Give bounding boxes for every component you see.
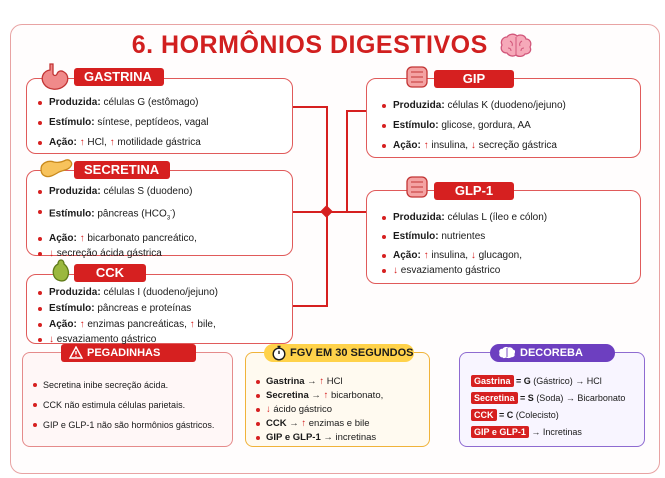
warning-icon [69,346,83,359]
list-item: Estímulo: pâncreas (HCO3-) [38,204,197,226]
list-item: GIP e GLP-1 não são hormônios gástricos. [33,418,214,432]
down-arrow-icon: ↓ [470,140,476,151]
card-glp1 [366,190,641,284]
up-arrow-icon: ↑ [319,376,325,387]
list-item: Produzida: células L (íleo e cólon) [382,210,547,225]
intestine-icon [406,176,428,198]
page-title: 6. HORMÔNIOS DIGESTIVOS [0,31,665,60]
gallbladder-icon [52,259,70,282]
list-item: Estímulo: glicose, gordura, AA [382,118,566,133]
list-item: Ação: ↑ enzimas pancreáticas, ↑ bile, [38,317,218,332]
down-arrow-icon: ↓ [49,248,54,260]
gastrina-label: GASTRINA [74,68,164,86]
list-item-continuation: ↓ ácido gástrico [256,403,383,417]
down-arrow-icon: ↓ [49,334,54,345]
gastrina-facts: Produzida: células G (estômago) Estímulo… [38,95,209,150]
list-item-continuation: ↓ esvaziamento gástrico [382,263,547,278]
down-arrow-icon: ↓ [470,250,476,261]
pegadinhas-list: Secretina inibe secreção ácida. CCK não … [33,378,214,432]
list-item: GIP e GLP-1 → incretinas [256,431,383,445]
connector-gip [346,110,366,112]
list-item-continuation: ↓ esvaziamento gástrico [38,332,218,347]
card-secretina [26,170,293,256]
card-cck [26,274,293,344]
list-item: Ação: ↑ insulina, ↓ glucagon, [382,248,547,263]
decoreba-row-secretina: Secretina = S (Soda) → Bicarbonato [471,391,625,405]
connector-gastrina [293,106,328,108]
decoreba-row-gastrina: Gastrina = G (Gástrico) → HCl [471,374,602,388]
secretina-label: SECRETINA [74,161,170,179]
down-arrow-icon: ↓ [393,265,398,276]
stomach-icon [41,63,69,90]
list-item: Ação: ↑ insulina, ↓ secreção gástrica [382,138,566,153]
list-item: Gastrina → ↑ HCl [256,375,383,389]
fgv-list: Gastrina → ↑ HCl Secretina → ↑ bicarbona… [256,375,383,445]
stopwatch-icon [272,345,286,361]
up-arrow-icon: ↑ [423,250,429,261]
intestine-icon [406,66,428,88]
list-item: Produzida: células K (duodeno/jejuno) [382,98,566,113]
pancreas-icon [40,159,73,178]
secretina-facts: Produzida: células S (duodeno) Estímulo:… [38,184,197,261]
up-arrow-icon: ↑ [323,390,329,401]
list-item-continuation: ↓ secreção ácida gástrica [38,246,197,261]
list-item: Estímulo: pâncreas e proteínas [38,301,218,316]
cck-facts: Produzida: células I (duodeno/jejuno) Es… [38,285,218,347]
list-item: Produzida: células S (duodeno) [38,184,197,199]
up-arrow-icon: ↑ [79,137,85,148]
decoreba-title: DECOREBA [490,344,615,362]
fgv-box: FGV EM 30 SEGUNDOS Gastrina → ↑ HCl Secr… [245,344,430,447]
decoreba-box: DECOREBA Gastrina = G (Gástrico) → HCl S… [459,344,645,447]
card-gastrina [26,78,293,154]
list-item: CCK não estimula células parietais. [33,398,214,412]
connector-right-vertical [326,112,328,114]
decoreba-row-incretinas: GIP e GLP-1 → Incretinas [471,425,582,439]
page-title-text: 6. HORMÔNIOS DIGESTIVOS [131,31,488,59]
list-item: Estímulo: nutrientes [382,229,547,244]
list-item: CCK → ↑ enzimas e bile [256,417,383,431]
fgv-title: FGV EM 30 SEGUNDOS [264,344,414,362]
list-item: Produzida: células I (duodeno/jejuno) [38,285,218,300]
up-arrow-icon: ↑ [109,137,115,148]
list-item: Secretina → ↑ bicarbonato, [256,389,383,403]
card-gip [366,78,641,158]
list-item: Produzida: células G (estômago) [38,95,209,110]
glp1-label: GLP-1 [434,182,514,200]
up-arrow-icon: ↑ [79,319,85,330]
down-arrow-icon: ↓ [266,404,271,415]
list-item: Ação: ↑ bicarbonato pancreático, [38,231,197,246]
list-item: Ação: ↑ HCl, ↑ motilidade gástrica [38,135,209,150]
up-arrow-icon: ↑ [79,233,85,245]
pegadinhas-title: PEGADINHAS [61,344,196,362]
gip-facts: Produzida: células K (duodeno/jejuno) Es… [382,98,566,153]
up-arrow-icon: ↑ [301,418,307,429]
connector-cck [293,305,328,307]
up-arrow-icon: ↑ [423,140,429,151]
list-item: Estímulo: síntese, peptídeos, vagal [38,115,209,130]
connector-secretina [293,211,328,213]
gip-label: GIP [434,70,514,88]
decoreba-row-cck: CCK = C (Colecisto) [471,408,559,422]
up-arrow-icon: ↑ [189,319,195,330]
connector-right-branch [346,110,348,213]
list-item: Secretina inibe secreção ácida. [33,378,214,392]
brain-icon [499,346,515,359]
brain-icon [500,33,532,58]
glp1-facts: Produzida: células L (íleo e cólon) Estí… [382,210,547,278]
pegadinhas-box: PEGADINHAS Secretina inibe secreção ácid… [22,344,233,447]
cck-label: CCK [74,264,146,282]
